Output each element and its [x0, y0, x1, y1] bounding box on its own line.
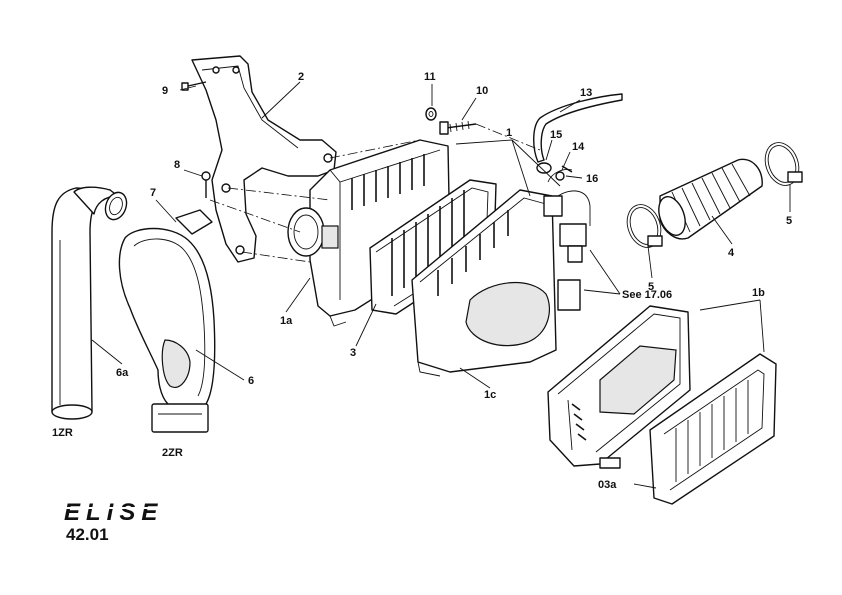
callout-9: 9: [162, 85, 168, 97]
air-box-cover-1c: [411, 189, 581, 377]
hose-clip-5-left: [626, 204, 663, 248]
callout-7: 7: [150, 187, 156, 199]
air-box-lower-1b: [547, 305, 691, 469]
callout-1b: 1b: [752, 287, 765, 299]
assembly-dash-lines: [209, 123, 541, 263]
callout-14: 14: [572, 141, 585, 153]
brand-logo: ELISE: [60, 499, 236, 526]
hose-clip-5-right: [764, 142, 803, 186]
screw-9: [181, 81, 207, 91]
callout-16: 16: [586, 173, 598, 185]
reference-note: See 17.06: [622, 289, 672, 301]
filter-element-03a: [649, 353, 777, 505]
callout-8: 8: [174, 159, 180, 171]
leader-lines: [91, 81, 791, 489]
callout-1zr: 1ZR: [52, 427, 73, 439]
callout-1a: 1a: [280, 315, 293, 327]
washer-11: [425, 107, 437, 121]
callout-labels: 2 9 8 7 6a 6 1ZR 2ZR 1a 3 1c 11 10 1 13 …: [52, 71, 792, 491]
callout-13: 13: [580, 87, 592, 99]
callout-11: 11: [424, 71, 436, 83]
callout-15: 15: [550, 129, 562, 141]
breather-hose-13: [533, 93, 623, 181]
callout-5-left: 5: [648, 281, 654, 293]
sensor-assembly: [547, 169, 591, 263]
callout-10: 10: [476, 85, 488, 97]
callout-2: 2: [298, 71, 304, 83]
brand-logo-text: ELISE: [64, 499, 163, 526]
callout-6: 6: [248, 375, 254, 387]
bellows-hose-4: [658, 158, 763, 240]
bolt-10: [439, 120, 477, 135]
callout-5-right: 5: [786, 215, 792, 227]
callout-3: 3: [350, 347, 356, 359]
screw-8: [201, 171, 211, 198]
callout-4: 4: [728, 247, 735, 259]
callout-1: 1: [506, 127, 512, 139]
callout-6a: 6a: [116, 367, 129, 379]
intake-tube-6a: [51, 186, 128, 420]
callout-1c: 1c: [484, 389, 496, 401]
intake-duct-6: [118, 209, 216, 433]
page-code: 42.01: [66, 525, 109, 544]
callout-2zr: 2ZR: [162, 447, 183, 459]
callout-03a: 03a: [598, 479, 617, 491]
